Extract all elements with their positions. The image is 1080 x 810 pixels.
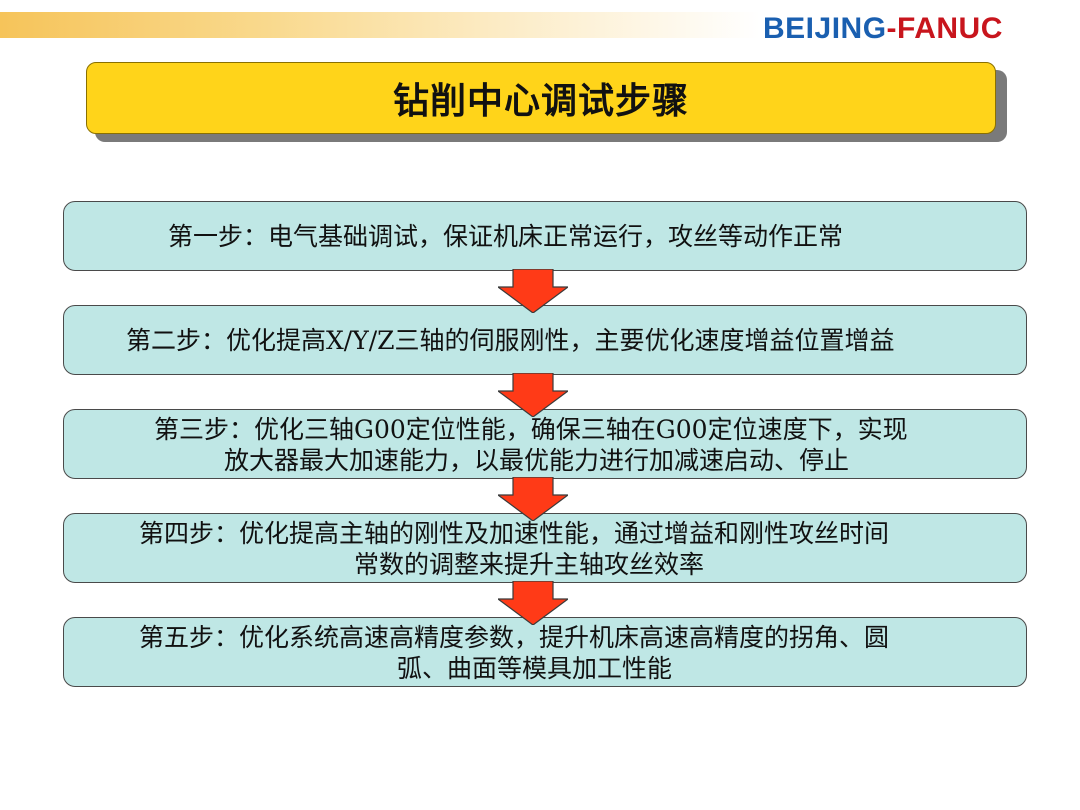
down-arrow-icon	[498, 477, 568, 521]
logo-fanuc: FANUC	[897, 12, 1003, 45]
step-3-line-2: 放大器最大加速能力，以最优能力进行加减速启动、停止	[224, 446, 850, 475]
step-box-4: 第四步：优化提高主轴的刚性及加速性能，通过增益和刚性攻丝时间 常数的调整来提升主…	[63, 513, 1027, 583]
step-2-line-1: 第二步：优化提高X/Y/Z三轴的伺服刚性，主要优化速度增益位置增益	[126, 326, 895, 355]
step-5-line-1: 第五步：优化系统高速高精度参数，提升机床高速高精度的拐角、圆	[139, 623, 890, 652]
logo-beijing: BEIJING	[763, 12, 887, 45]
step-1-line-1: 第一步：电气基础调试，保证机床正常运行，攻丝等动作正常	[168, 222, 844, 251]
step-4-line-2: 常数的调整来提升主轴攻丝效率	[354, 550, 705, 579]
step-3-line-1: 第三步：优化三轴G00定位性能，确保三轴在G00定位速度下，实现	[154, 415, 908, 444]
down-arrow-icon	[498, 373, 568, 417]
logo-dash: -	[886, 12, 898, 45]
down-arrow-icon	[498, 581, 568, 625]
step-box-3: 第三步：优化三轴G00定位性能，确保三轴在G00定位速度下，实现 放大器最大加速…	[63, 409, 1027, 479]
step-box-5: 第五步：优化系统高速高精度参数，提升机床高速高精度的拐角、圆 弧、曲面等模具加工…	[63, 617, 1027, 687]
step-box-1: 第一步：电气基础调试，保证机床正常运行，攻丝等动作正常	[63, 201, 1027, 271]
step-4-line-1: 第四步：优化提高主轴的刚性及加速性能，通过增益和刚性攻丝时间	[139, 519, 890, 548]
title-box: 钻削中心调试步骤	[86, 62, 996, 134]
header-band	[0, 12, 760, 38]
page-title: 钻削中心调试步骤	[392, 81, 689, 122]
step-5-line-2: 弧、曲面等模具加工性能	[397, 654, 673, 683]
down-arrow-icon	[498, 269, 568, 313]
step-box-2: 第二步：优化提高X/Y/Z三轴的伺服刚性，主要优化速度增益位置增益	[63, 305, 1027, 375]
beijing-fanuc-logo: BEIJING-FANUC	[763, 12, 1003, 46]
